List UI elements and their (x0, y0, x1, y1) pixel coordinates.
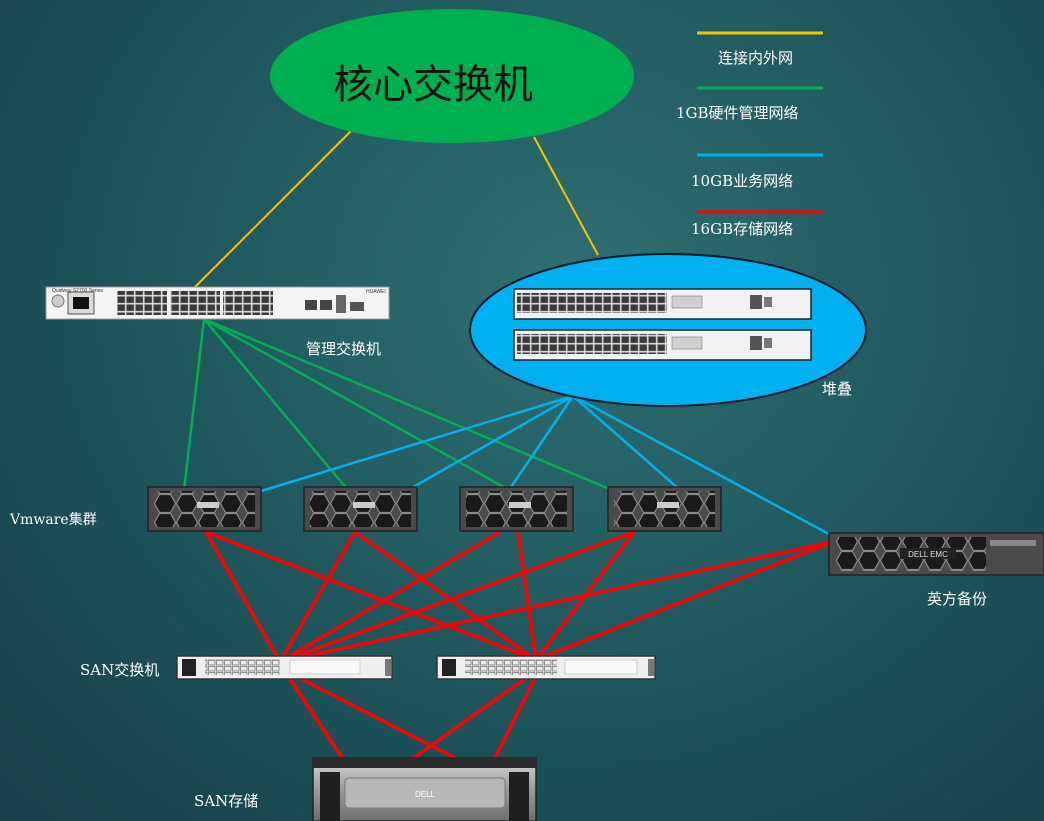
link-server3-san1 (279, 530, 501, 664)
stack-switch-2 (513, 329, 812, 361)
vmware-server-4 (607, 486, 722, 532)
link-server1-san1 (204, 531, 282, 663)
backup-server-device: DELL EMC (828, 532, 1044, 576)
management-lines (182, 317, 613, 492)
link-san2-storage-b (491, 667, 542, 763)
legend-label-business: 10GB业务网络 (691, 172, 794, 190)
link-mgmt-to-server-2 (203, 318, 349, 491)
link-stack-to-backup (572, 394, 841, 542)
link-san1-storage-a (282, 669, 347, 763)
link-san1-storage-b (283, 668, 464, 764)
vmware-server-2 (303, 486, 418, 532)
link-server2-san2 (353, 530, 538, 662)
link-server2-san1 (278, 531, 357, 663)
link-server1-san2 (205, 530, 537, 662)
legend-label-uplink: 连接内外网 (718, 49, 794, 67)
san-switch-1-device (176, 655, 393, 680)
san-switch-label: SAN交换机 (80, 661, 160, 679)
link-stack-to-server-3 (507, 395, 575, 491)
link-stack-to-server-2 (407, 394, 574, 492)
backup-server-label: 英方备份 (927, 590, 988, 608)
link-server4-san1 (279, 530, 635, 664)
san-storage-device: DELL (312, 757, 537, 821)
stack-switch-1 (513, 288, 812, 320)
link-core-to-mgmt (192, 129, 353, 290)
link-san2-storage-a (406, 666, 542, 764)
link-mgmt-to-server-4 (203, 317, 613, 492)
san-storage-label: SAN存储 (194, 792, 259, 810)
vmware-cluster-label: Vmware集群 (10, 512, 97, 528)
uplink-lines (192, 129, 599, 290)
mgmt-switch-vendor: HUAWEI (366, 289, 386, 295)
vmware-server-3 (459, 486, 574, 532)
storage-lines (204, 530, 833, 764)
link-stack-to-server-4 (572, 395, 681, 491)
vmware-server-1 (147, 486, 262, 532)
link-stack-to-server-1 (257, 394, 574, 494)
link-core-to-stack (533, 136, 599, 256)
mgmt-switch-label: 管理交换机 (306, 340, 382, 358)
core-switch-label: 核心交换机 (333, 62, 533, 108)
san-switch-2-device (436, 655, 656, 680)
link-server3-san2 (516, 531, 538, 661)
link-backup-san2 (535, 540, 833, 662)
link-mgmt-to-server-1 (182, 318, 206, 491)
business-lines (257, 394, 841, 542)
legend (697, 31, 823, 214)
core-switch-node (270, 9, 634, 143)
legend-label-management: 1GB硬件管理网络 (676, 104, 799, 122)
mgmt-switch-brand: Quidway S2700 Series (52, 288, 103, 294)
storage-brand-text: DELL (415, 790, 436, 799)
mgmt-switch-device (45, 286, 390, 320)
legend-label-storage: 16GB存储网络 (691, 220, 794, 238)
backup-brand-text: DELL EMC (908, 550, 948, 559)
link-backup-san1 (279, 540, 833, 664)
stack-label: 堆叠 (822, 380, 853, 398)
